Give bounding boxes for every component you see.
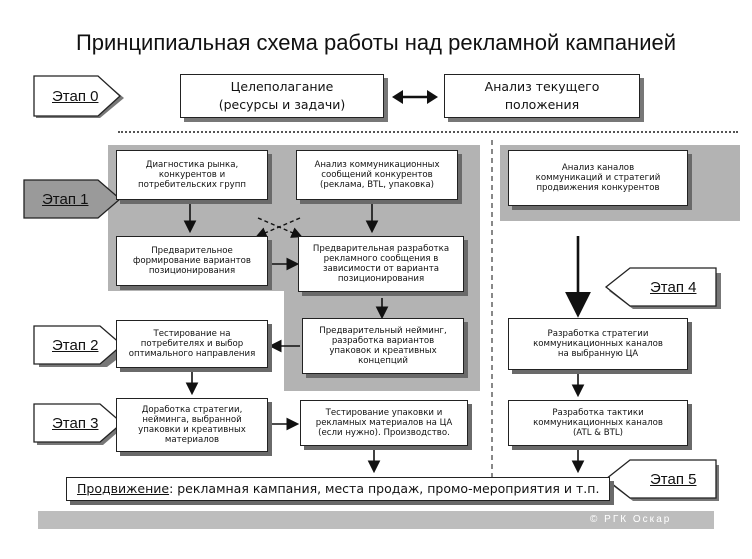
- stage-1-label: Этап 1: [42, 190, 89, 208]
- stage-divider: [118, 131, 738, 133]
- stage-3-label: Этап 3: [52, 414, 99, 432]
- comm-strategy-box: Разработка стратегии коммуникационных ка…: [508, 318, 688, 370]
- naming-box: Предварительный нейминг, разработка вари…: [302, 318, 464, 374]
- stage-0-shape: [33, 75, 124, 118]
- channel-analysis-box: Анализ каналов коммуникаций и стратегий …: [508, 150, 688, 206]
- comm-analysis-box: Анализ коммуникационных сообщений конкур…: [296, 150, 458, 200]
- bidirectional-arrow: [392, 90, 438, 104]
- stage-4-shape: [604, 267, 721, 309]
- stage-5-label: Этап 5: [650, 470, 697, 488]
- current-analysis-box: Анализ текущего положения: [444, 74, 640, 118]
- stage-2-shape: [33, 325, 129, 367]
- refinement-box: Доработка стратегии, нейминга, выбранной…: [116, 398, 268, 452]
- promotion-label: Продвижение: [77, 481, 170, 496]
- market-diagnostics-box: Диагностика рынка, конкурентов и потреби…: [116, 150, 268, 200]
- copyright-text: © РГК Оскар: [590, 514, 672, 525]
- promotion-box: Продвижение: рекламная кампания, места п…: [66, 477, 610, 501]
- testing-direction-box: Тестирование на потребителях и выбор опт…: [116, 320, 268, 368]
- promotion-text: : рекламная кампания, места продаж, пром…: [169, 481, 600, 496]
- message-development-box: Предварительная разработка рекламного со…: [298, 236, 464, 292]
- stage-2-label: Этап 2: [52, 336, 99, 354]
- arrow-cross-2: [255, 217, 301, 238]
- stage-4-label: Этап 4: [650, 278, 697, 296]
- stage-3-shape: [33, 403, 125, 445]
- stage-0-label: Этап 0: [52, 87, 99, 105]
- pack-testing-box: Тестирование упаковки и рекламных матери…: [300, 400, 468, 446]
- tactics-box: Разработка тактики коммуникационных кана…: [508, 400, 688, 446]
- stage-5-shape: [604, 459, 719, 501]
- diagram-title: Принципиальная схема работы над рекламно…: [75, 30, 677, 55]
- goal-setting-box: Целеполагание (ресурсы и задачи): [180, 74, 384, 118]
- positioning-box: Предварительное формирование вариантов п…: [116, 236, 268, 286]
- stage-1-shape: [23, 179, 121, 219]
- footer-bar: [38, 511, 714, 529]
